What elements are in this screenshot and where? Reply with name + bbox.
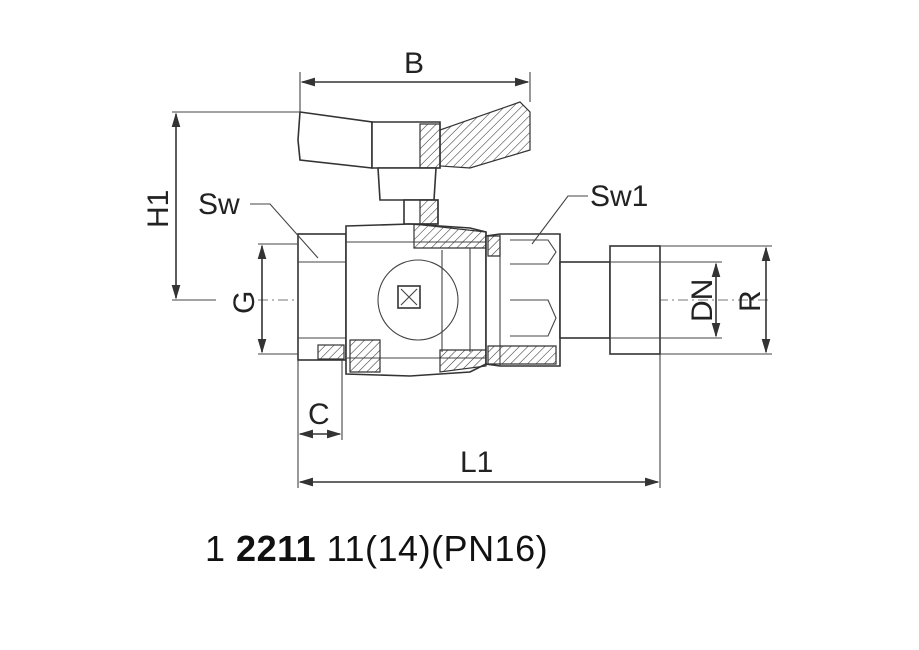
label-Sw: Sw [198, 188, 240, 221]
dimension-L1: L1 [297, 354, 661, 488]
label-DN: DN [686, 279, 719, 322]
label-G: G [228, 291, 261, 314]
label-C: C [308, 398, 330, 431]
label-L1: L1 [460, 446, 493, 479]
dimension-G: G [228, 243, 298, 355]
caption-prefix: 1 [205, 528, 226, 569]
male-tail [559, 245, 661, 355]
union-nut [485, 233, 561, 367]
dimension-DN: DN [660, 261, 722, 339]
label-R: R [734, 290, 767, 312]
label-H1: H1 [142, 190, 175, 228]
caption-code: 2211 [236, 528, 317, 569]
label-Sw1: Sw1 [590, 180, 648, 213]
dimension-C: C [297, 360, 343, 440]
caption-suffix: 11(14)(PN16) [326, 528, 549, 569]
valve-body [345, 223, 487, 377]
left-female-end [297, 233, 347, 361]
product-code-caption: 1 2211 11(14)(PN16) [205, 528, 548, 570]
dimension-H1: H1 [142, 111, 300, 301]
label-B: B [404, 47, 424, 80]
dimension-R: R [660, 245, 772, 355]
leader-Sw1: Sw1 [531, 180, 648, 245]
dimension-B: B [299, 47, 531, 112]
butterfly-handle [297, 101, 531, 225]
leader-Sw: Sw [198, 188, 319, 259]
